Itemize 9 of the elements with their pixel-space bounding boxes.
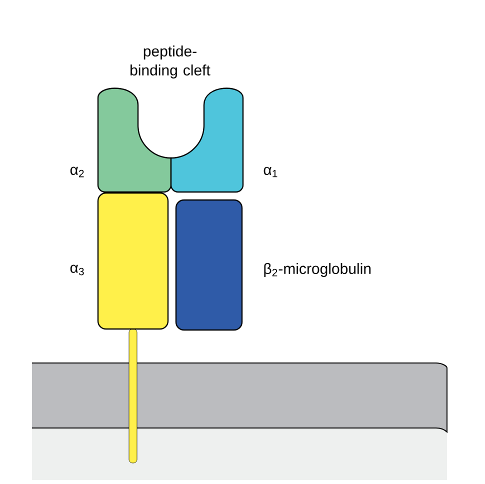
domain-label: β$_{2}$-microglobulin bbox=[264, 263, 371, 277]
cleft-label: peptide-binding cleft bbox=[130, 46, 210, 78]
domain-label: α$_{2}$ bbox=[70, 166, 84, 178]
protein-domain bbox=[97, 192, 169, 330]
protein-domain bbox=[170, 88, 244, 193]
protein-domain bbox=[175, 199, 243, 331]
domain-label: α$_{3}$ bbox=[70, 264, 84, 276]
domain-label: α$_{1}$ bbox=[264, 166, 278, 178]
protein-domain bbox=[97, 88, 172, 193]
